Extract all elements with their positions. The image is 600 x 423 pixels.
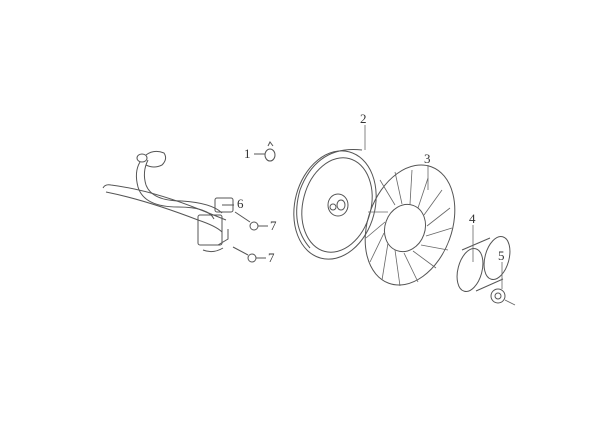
callout-6: 6 (237, 196, 244, 211)
flange-nut (490, 262, 516, 306)
callout-7-upper: 7 (270, 218, 277, 233)
ignition-coil (102, 150, 234, 253)
bolts (222, 204, 268, 263)
callout-4: 4 (469, 211, 476, 226)
starter-cup (456, 225, 511, 292)
callout-3: 3 (424, 151, 431, 166)
flywheel (293, 125, 377, 260)
callout-5: 5 (498, 248, 505, 263)
callout-1: 1 (244, 146, 251, 161)
callout-2: 2 (360, 111, 367, 126)
clip-part (254, 141, 276, 162)
callout-7-lower: 7 (268, 250, 275, 265)
cooling-fan (364, 164, 456, 287)
